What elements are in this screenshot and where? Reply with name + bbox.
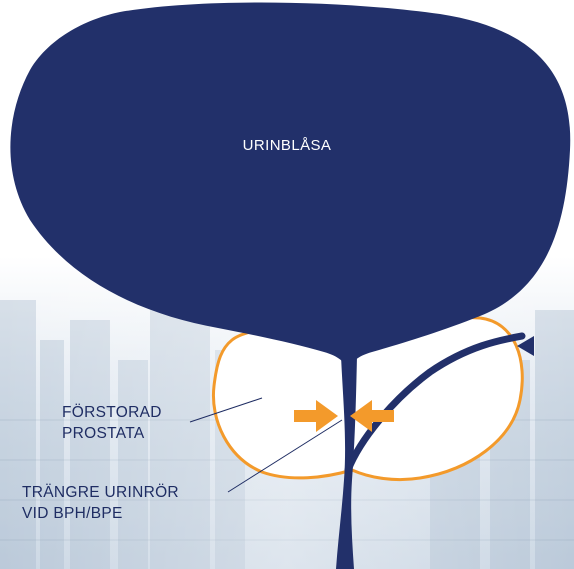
urethra-label-line-2: VID BPH/BPE [22,505,123,522]
seminal-duct-tip [517,336,534,356]
urethra-label-line-1: TRÄNGRE URINRÖR [22,484,179,501]
prostate-label-line-2: PROSTATA [62,425,145,442]
bladder-label: URINBLÅSA [242,137,332,154]
arrow-left-icon [350,400,394,432]
urethra-leader-line [227,419,343,493]
prostate-label-line-1: FÖRSTORAD [62,404,162,421]
seminal-duct-shape [344,332,526,474]
urethra-label: TRÄNGRE URINRÖR VID BPH/BPE [22,482,179,524]
arrow-right-icon [294,400,338,432]
prostate-label: FÖRSTORAD PROSTATA [62,402,162,444]
bladder-shape [10,2,571,373]
prostate-leader-line [189,397,263,423]
urethra-shape [336,356,357,569]
